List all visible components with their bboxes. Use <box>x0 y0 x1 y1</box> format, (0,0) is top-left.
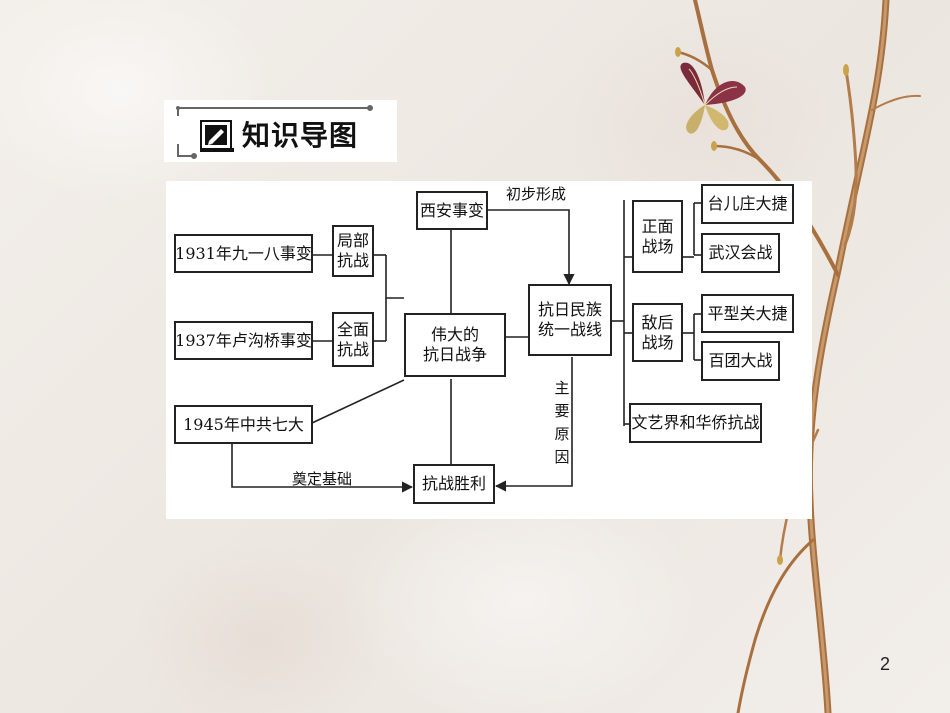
knowledge-map-icon <box>200 120 234 152</box>
node-local-resistance: 局部抗战 <box>332 225 374 277</box>
node-hundred-regiments-offensive: 百团大战 <box>701 341 780 381</box>
node-1945-seventh-congress: 1945年中共七大 <box>174 405 313 444</box>
label-main-reason: 主要原因 <box>554 379 570 466</box>
node-enemy-rear-battlefield: 敌后战场 <box>632 303 683 362</box>
page-title: 知识导图 <box>242 119 359 152</box>
node-great-anti-japanese-war: 伟大的抗日战争 <box>404 313 506 377</box>
node-xian-incident: 西安事变 <box>416 191 488 230</box>
butterfly <box>680 62 746 134</box>
node-1931-mukden-incident: 1931年九一八事变 <box>174 234 313 273</box>
node-pingxingguan-victory: 平型关大捷 <box>701 294 794 333</box>
node-arts-and-overseas-chinese: 文艺界和华侨抗战 <box>629 403 762 443</box>
title-frame <box>176 105 373 159</box>
title-banner: 知识导图 <box>164 100 397 162</box>
knowledge-diagram: 1931年九一八事变 1937年卢沟桥事变 1945年中共七大 局部抗战 全面抗… <box>166 181 812 519</box>
page-number: 2 <box>880 654 891 674</box>
diagram-connectors <box>231 200 701 493</box>
label-laid-foundation: 奠定基础 <box>292 470 353 488</box>
label-initial-formation: 初步形成 <box>506 185 567 203</box>
node-anti-japanese-united-front: 抗日民族统一战线 <box>528 284 612 356</box>
node-war-victory: 抗战胜利 <box>413 464 495 504</box>
node-1937-marco-polo-bridge-incident: 1937年卢沟桥事变 <box>174 321 313 360</box>
node-full-resistance: 全面抗战 <box>332 312 374 367</box>
node-wuhan-battle: 武汉会战 <box>701 233 780 273</box>
node-taierzhuang-victory: 台儿庄大捷 <box>701 184 794 224</box>
node-frontal-battlefield: 正面战场 <box>632 200 683 273</box>
